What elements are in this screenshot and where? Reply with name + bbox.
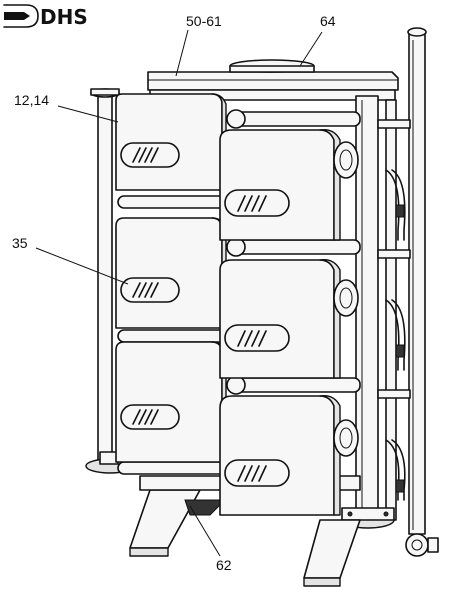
leader-62 xyxy=(189,505,221,557)
callout-62: 62 xyxy=(216,557,232,573)
callout-35: 35 xyxy=(12,235,28,251)
boiler-module-left-1 xyxy=(115,93,227,191)
boiler-module-right-1 xyxy=(219,129,359,241)
leader-12-14 xyxy=(57,105,119,123)
callout-12-14: 12,14 xyxy=(14,92,49,108)
dhs-logo: DHS xyxy=(3,4,88,29)
callout-50-61: 50-61 xyxy=(186,13,222,29)
boiler-module-right-2 xyxy=(219,259,359,379)
leader-64 xyxy=(299,31,323,67)
logo-text: DHS xyxy=(40,5,88,29)
bottom-flange xyxy=(341,507,395,529)
leader-50-61 xyxy=(175,29,189,77)
right-frame xyxy=(355,95,411,527)
boiler-module-right-3 xyxy=(219,395,359,516)
left-post xyxy=(85,88,135,474)
leader-35 xyxy=(35,247,129,285)
callout-labels: 50-61 64 12,14 35 62 xyxy=(12,13,336,573)
connecting-pipes xyxy=(117,109,361,475)
callout-64: 64 xyxy=(320,13,336,29)
boiler-module-left-3 xyxy=(115,341,227,463)
leader-lines xyxy=(35,29,323,557)
boiler-module-left-2 xyxy=(115,217,227,329)
right-pipe xyxy=(405,27,439,557)
top-frame xyxy=(147,59,399,101)
